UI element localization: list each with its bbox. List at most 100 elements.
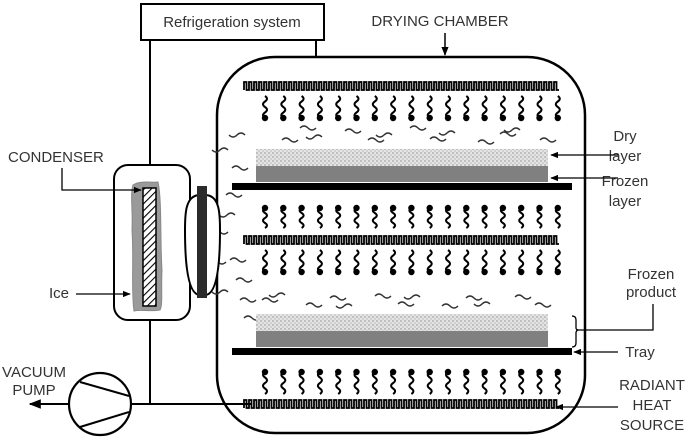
pump-body (67, 371, 133, 437)
radiation-wave (426, 368, 433, 395)
dry-layer-label-2: layer (609, 148, 642, 165)
vapor-squiggle (231, 165, 249, 171)
radiation-wave (335, 368, 342, 395)
ice-label: Ice (49, 285, 69, 302)
radiation-wave (316, 249, 324, 276)
refrigeration-system: Refrigeration system (140, 3, 325, 41)
radiation-wave (261, 368, 269, 395)
radiation-wave (371, 95, 378, 122)
tray-label: Tray (625, 344, 655, 361)
radiation-wave (389, 95, 397, 122)
vapor-squiggle (409, 125, 427, 131)
vapor-squiggle (329, 295, 347, 301)
radiation-wave (371, 204, 378, 229)
vapor-squiggle (235, 277, 253, 283)
vapor-squiggle (335, 303, 353, 309)
radiation-wave (444, 249, 452, 276)
pump-vane-top (79, 381, 130, 397)
tray-upper (232, 183, 572, 190)
chamber-outline (215, 55, 587, 435)
radiation-wave (261, 204, 269, 229)
condenser-label: CONDENSER (8, 149, 104, 166)
radiation-wave (481, 95, 488, 122)
radiation-wave (536, 204, 543, 229)
pump-vane-bottom (79, 411, 130, 428)
radiation-wave (335, 204, 342, 229)
radiation-wave (518, 368, 525, 395)
radiation-wave (444, 368, 452, 395)
isolation-baffle (197, 186, 207, 298)
heating-plates (243, 81, 559, 409)
radiation-wave (280, 249, 287, 276)
vapor-squiggle (229, 257, 247, 263)
vacuum-label-2: PUMP (12, 382, 55, 399)
radiation-wave (389, 368, 397, 395)
vapor-squiggle (438, 130, 456, 136)
radiation-wave (463, 204, 470, 229)
refrigeration-label: Refrigeration system (163, 14, 301, 31)
frozen-product-pointer (579, 304, 654, 331)
radiation-wave (463, 95, 470, 122)
radiation-wave (499, 204, 507, 229)
radiation-wave (518, 95, 525, 122)
radiation-wave (261, 249, 269, 276)
vapor-squiggle (397, 301, 415, 307)
heating-plate-middle (243, 235, 559, 245)
condenser-pointer (61, 168, 142, 194)
product-lower (232, 314, 572, 355)
frozen-product-brace (571, 315, 580, 348)
radiation-wave (554, 95, 561, 122)
radiation-wave (353, 368, 360, 395)
vapor-squiggle (534, 302, 552, 308)
frozen-layer-label-2: layer (609, 193, 642, 210)
right-labels: Dry layer Frozen layer Frozen product Tr… (550, 128, 685, 434)
left-labels: CONDENSER Ice (8, 149, 142, 302)
vapor-squiggle (305, 134, 323, 140)
radiation-wave (316, 204, 324, 229)
vapor-squiggle (375, 132, 393, 138)
radiation-wave (554, 204, 561, 229)
vapor-squiggle (465, 295, 483, 301)
heating-plate-top (243, 81, 559, 91)
condenser-port-right (204, 194, 222, 296)
radiation-wave (353, 249, 360, 276)
radiation-wave (261, 95, 269, 122)
refrigeration-box (140, 3, 325, 41)
condenser (113, 164, 222, 321)
vapor-squiggle (281, 137, 299, 143)
vapor-squiggle (239, 297, 257, 303)
radiation-wave (408, 249, 415, 276)
vapor-squiggle (514, 294, 532, 300)
vapor-squiggle (211, 147, 229, 153)
vapor-squiggle (211, 289, 229, 295)
radiation-wave (298, 368, 305, 395)
dry-layer-lower (256, 314, 548, 331)
radiation-wave (298, 95, 305, 122)
radiation-wave (536, 249, 543, 276)
vapor-squiggle (299, 125, 317, 131)
radiation-wave (536, 95, 543, 122)
vapor-squiggle (441, 303, 459, 309)
condenser-coil (142, 187, 157, 307)
radiation-wave (298, 204, 305, 229)
vapor-squiggle (374, 293, 392, 299)
vapor-squiggle (228, 132, 246, 138)
radiation-wave (499, 368, 507, 395)
dry-layer-upper (256, 149, 548, 166)
radiation-wave (280, 368, 287, 395)
radiation-wave (426, 249, 433, 276)
radiation-wave (463, 249, 470, 276)
product-upper (232, 149, 572, 190)
radiation-wave (499, 95, 507, 122)
radiation-wave (426, 204, 433, 229)
radiation-wave (518, 249, 525, 276)
radiation-wave (536, 368, 543, 395)
frozen-layer-upper (256, 166, 548, 182)
radiation-wave (353, 204, 360, 229)
vapor-squiggle (218, 212, 236, 218)
vapor-squiggle (429, 136, 447, 142)
radiation-wave (481, 368, 488, 395)
radiation-wave (389, 249, 397, 276)
radiation-wave (280, 204, 287, 229)
